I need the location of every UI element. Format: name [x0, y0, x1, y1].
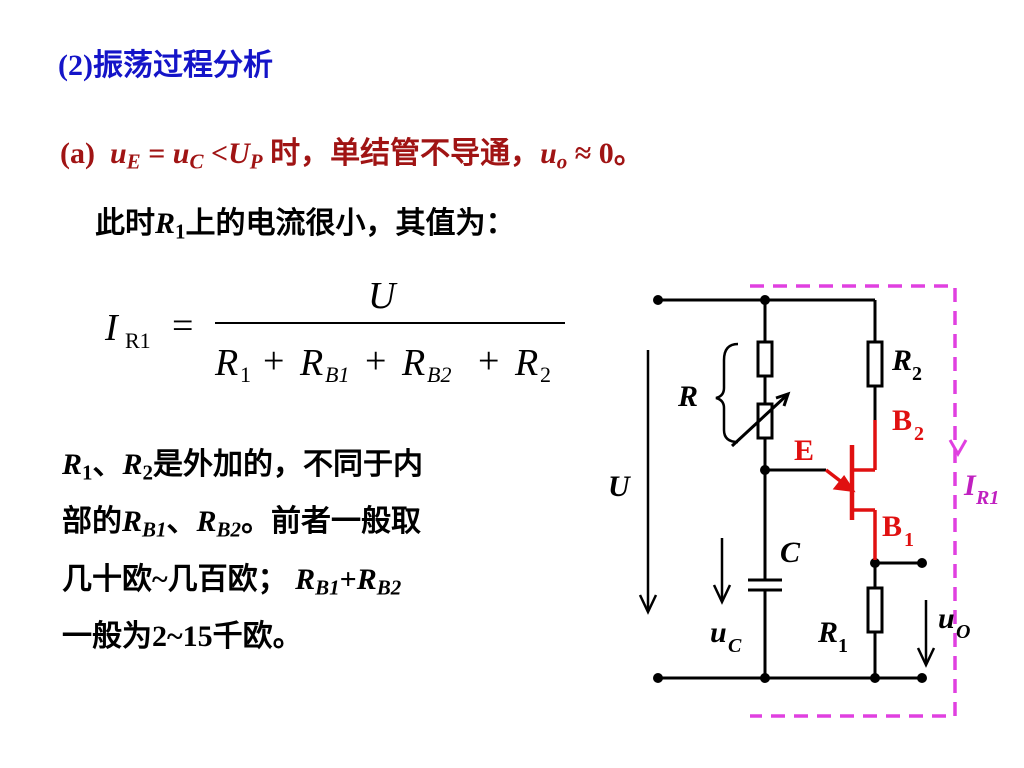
svg-text:R: R	[299, 342, 323, 384]
svg-text:2: 2	[914, 423, 924, 445]
terminal-top-left	[653, 295, 663, 305]
svg-text:+: +	[263, 340, 284, 382]
svg-text:+: +	[365, 340, 386, 382]
formula-lhs-I: I	[104, 307, 120, 349]
ujt-oscillator-circuit: R R 2 B 2 E U I R1 B 1 C u C R 1 u O	[608, 284, 999, 718]
svg-text:2: 2	[912, 363, 922, 385]
label-r1: R	[817, 616, 838, 649]
svg-text:2: 2	[540, 362, 551, 387]
node-e	[760, 465, 770, 475]
label-b1: B	[882, 510, 902, 543]
formula-numerator: U	[368, 275, 398, 317]
formula-equals: =	[172, 305, 193, 347]
svg-text:+: +	[478, 340, 499, 382]
label-r: R	[677, 380, 698, 413]
label-e: E	[794, 434, 814, 467]
item-label: (a)	[60, 137, 95, 170]
resistor-r-fixed	[756, 340, 774, 378]
label-b2: B	[892, 404, 912, 437]
page-title: (2)振荡过程分析	[58, 49, 273, 82]
svg-text:1: 1	[838, 635, 848, 657]
label-uo: u	[938, 602, 955, 635]
label-ir1: I	[963, 469, 977, 502]
svg-text:R: R	[214, 342, 238, 384]
explanation-line: 此时R1上的电流很小，其值为：	[95, 207, 516, 244]
terminal-bottom-left	[653, 673, 663, 683]
svg-text:R: R	[401, 342, 425, 384]
terminal-ground	[917, 673, 927, 683]
svg-text:1: 1	[904, 529, 914, 551]
svg-text:B2: B2	[427, 362, 451, 387]
svg-text:R: R	[514, 342, 538, 384]
resistor-r1	[866, 586, 884, 634]
condition-line-a: (a) uE = uC <UP 时，单结管不导通，uo ≈ 0。	[60, 137, 644, 174]
svg-text:C: C	[728, 635, 742, 657]
formula-lhs-sub: R1	[125, 328, 151, 353]
r-brace	[715, 342, 739, 444]
svg-text:1: 1	[240, 362, 251, 387]
variable-arrow	[730, 394, 788, 448]
resistor-note: R1、R2是外加的，不同于内 部的RB1、RB2。前者一般取 几十欧~几百欧； …	[62, 448, 424, 653]
svg-text:B1: B1	[325, 362, 349, 387]
label-r2: R	[891, 344, 912, 377]
terminal-output	[917, 558, 927, 568]
svg-text:R1: R1	[975, 487, 999, 509]
current-loop-dashed	[750, 284, 957, 718]
label-u: U	[608, 470, 631, 503]
current-formula: I R1 = U R 1 + R B1 + R B2 + R 2	[104, 275, 565, 387]
ujt-transistor	[824, 420, 877, 560]
label-uc: u	[710, 616, 727, 649]
current-arrow	[948, 439, 968, 458]
label-c: C	[780, 536, 801, 569]
svg-text:O: O	[956, 621, 970, 643]
resistor-r2	[866, 340, 884, 388]
